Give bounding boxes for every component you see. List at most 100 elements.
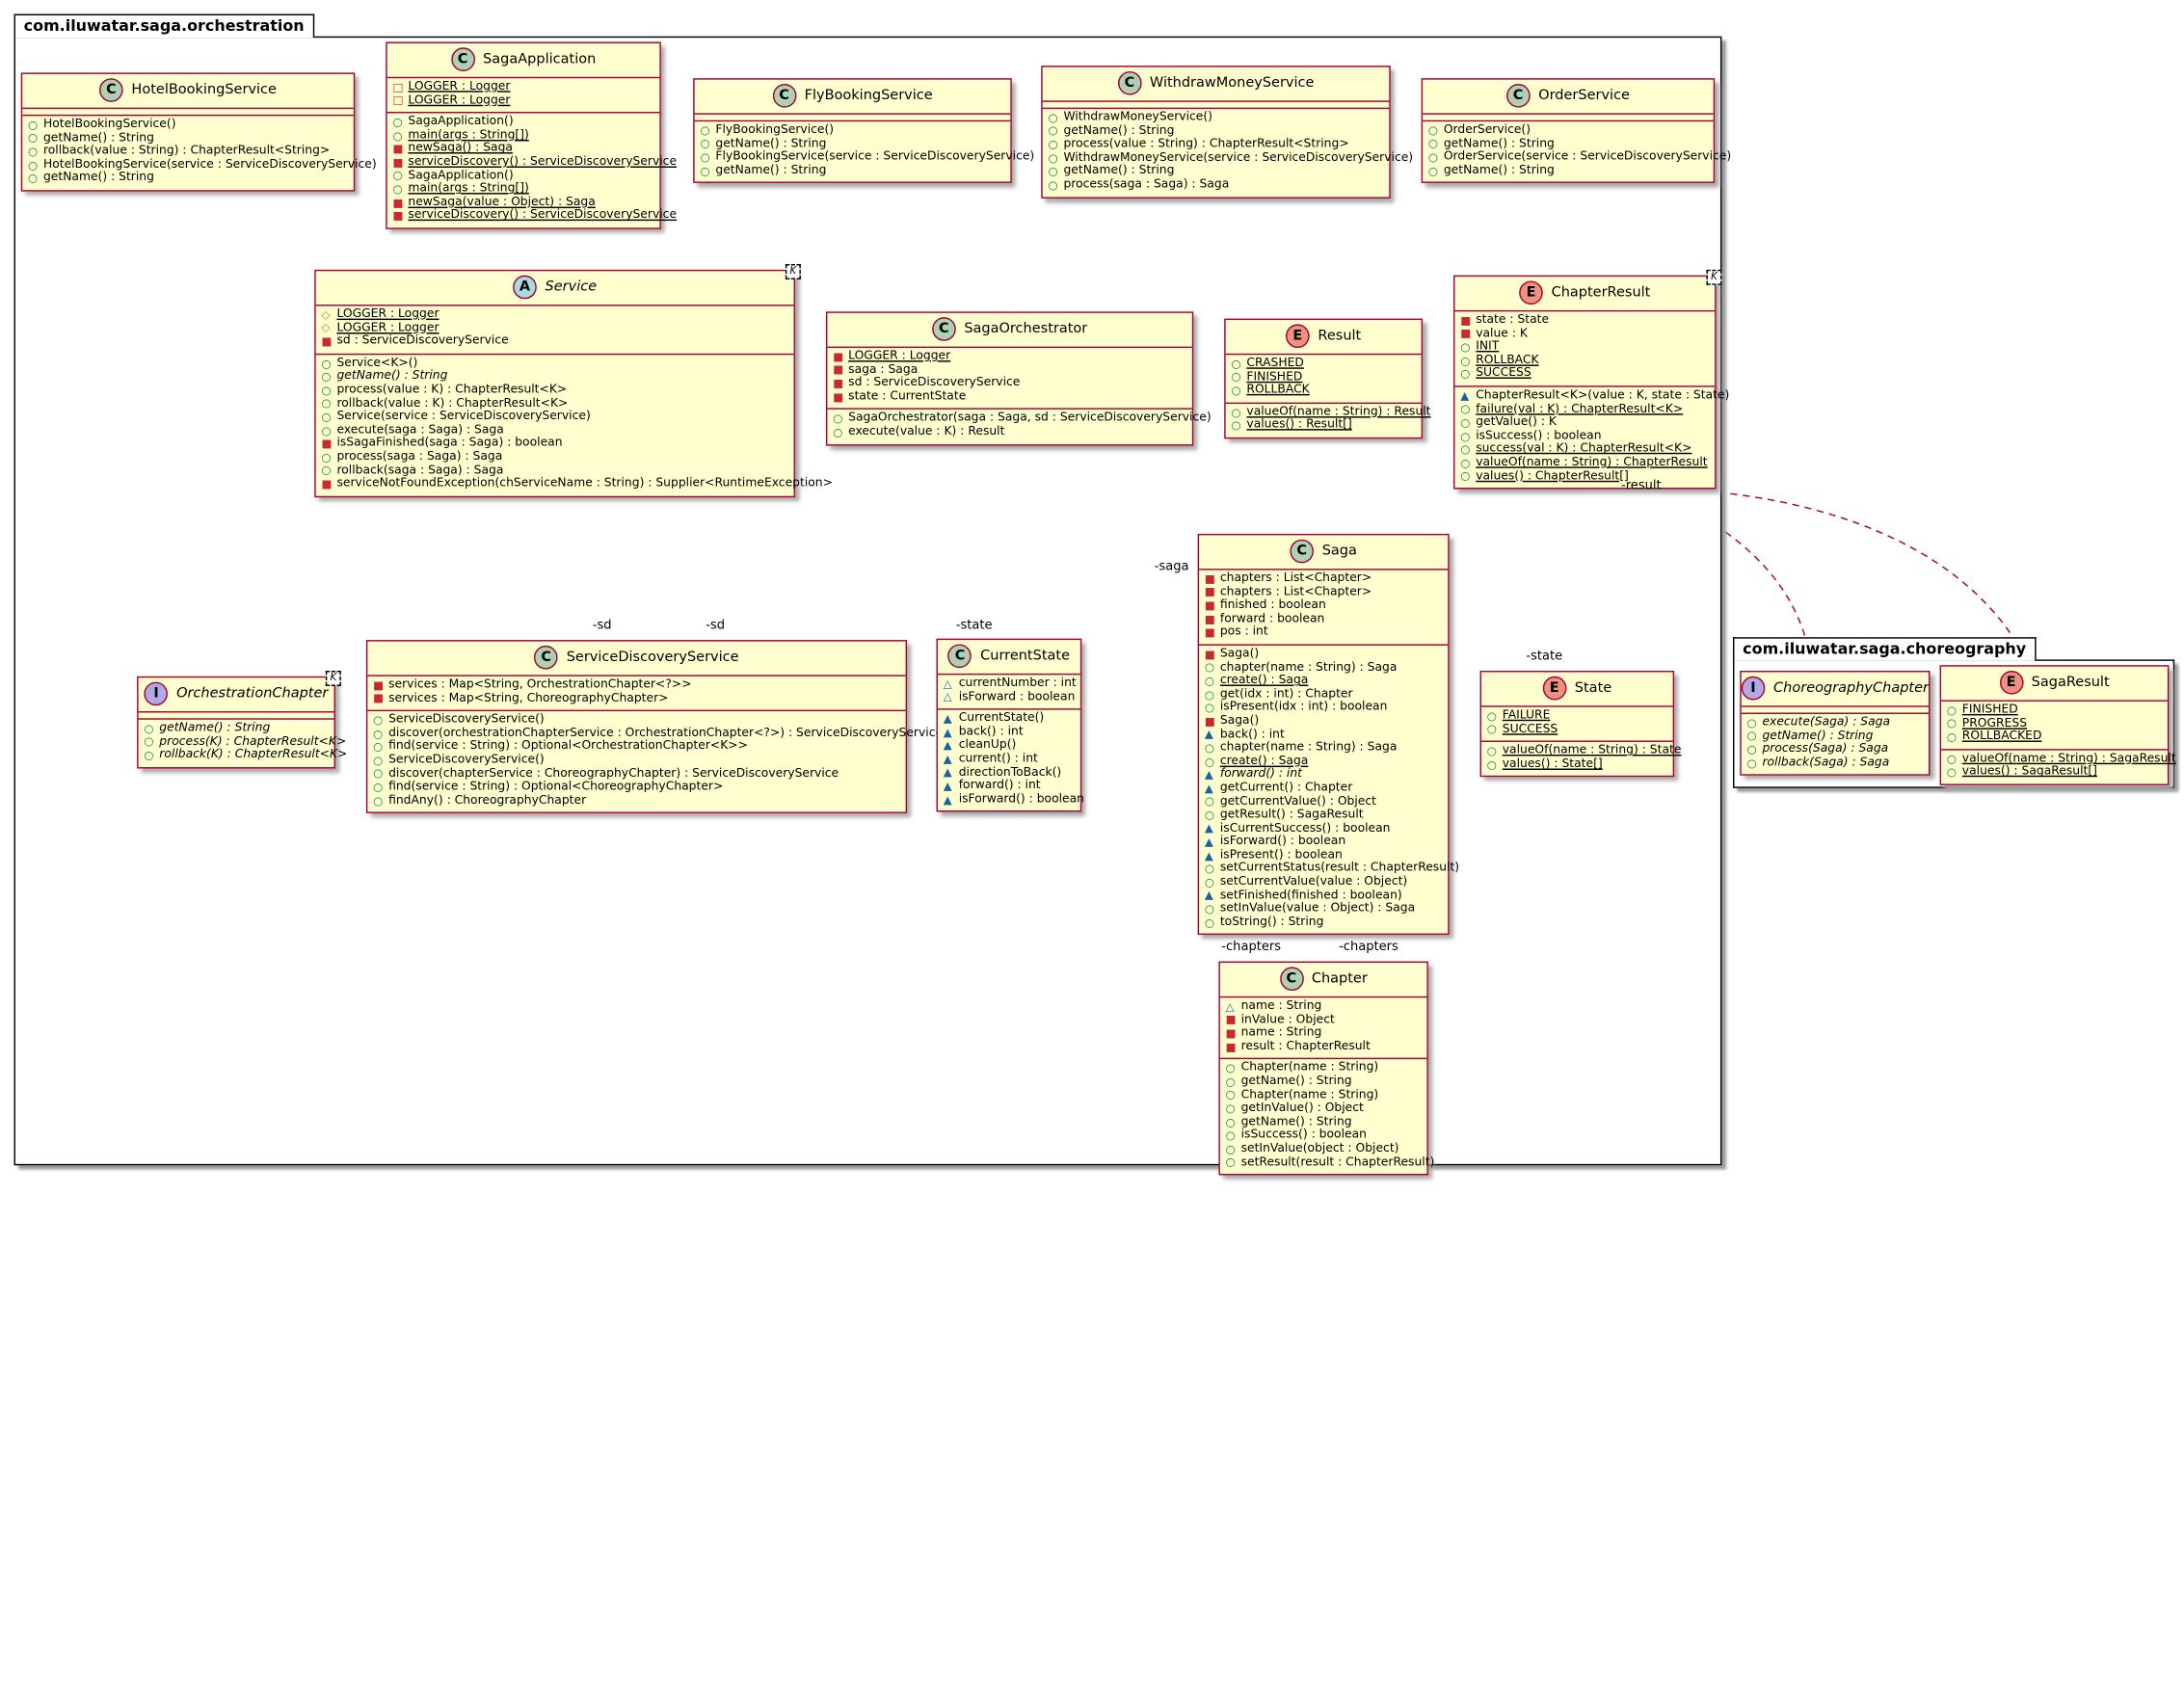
method-row: getName() : String <box>28 131 348 146</box>
method-row: setCurrentValue(value : Object) <box>1205 874 1443 889</box>
class-orchchapter: IOrchestrationChapterKgetName() : String… <box>137 671 347 769</box>
field-row: forward : boolean <box>1205 611 1443 626</box>
method-row: ServiceDiscoveryService() <box>373 754 900 768</box>
field-row: FINISHED <box>1947 703 2162 718</box>
visibility-icon <box>1205 690 1220 702</box>
method-row: newSaga() : Saga <box>392 143 653 156</box>
visibility-icon <box>944 678 959 690</box>
method-row: SagaApplication() <box>392 116 653 130</box>
stereotype-e-icon: E <box>1542 676 1567 701</box>
method-text: getName() : String <box>1063 123 1175 138</box>
method-text: getName() : String <box>715 163 827 177</box>
visibility-icon <box>1747 745 1763 756</box>
stereotype-c-icon: C <box>1290 539 1315 564</box>
method-text: SagaOrchestrator(saga : Saga, sd : Servi… <box>848 411 1212 426</box>
method-text: getCurrent() : Chapter <box>1219 781 1353 795</box>
method-text: get(idx : int) : Chapter <box>1219 687 1353 702</box>
visibility-icon <box>373 715 388 727</box>
method-row: isPresent(idx : int) : boolean <box>1205 702 1443 715</box>
visibility-icon <box>392 145 408 156</box>
method-text: setInValue(value : Object) : Saga <box>1219 901 1416 916</box>
field-text: CRASHED <box>1246 356 1304 371</box>
field-row: LOGGER : Logger <box>392 80 653 94</box>
visibility-icon <box>1205 890 1220 902</box>
class-name: SagaResult <box>2031 675 2110 691</box>
edge-sagaresult-saga <box>1452 488 2031 666</box>
class-withdraw: CWithdrawMoneyServiceWithdrawMoneyServic… <box>1041 66 1413 199</box>
visibility-icon <box>1226 1028 1241 1040</box>
method-text: values() : ChapterResult[] <box>1476 468 1629 484</box>
methods-section: WithdrawMoneyService()getName() : String… <box>1043 109 1413 197</box>
field-text: name : String <box>1240 1025 1322 1041</box>
methods-section: OrderService()getName() : StringOrderSer… <box>1423 121 1731 182</box>
package-choreography-label: com.iluwatar.saga.choreography <box>1733 637 2037 661</box>
methods-section: SagaApplication()main(args : String[])ne… <box>387 114 677 228</box>
method-row: isCurrentSuccess() : boolean <box>1205 822 1443 836</box>
method-row: getName() : String <box>1049 165 1384 179</box>
field-text: LOGGER : Logger <box>848 349 951 363</box>
class-name: SagaOrchestrator <box>964 321 1088 337</box>
visibility-icon <box>392 184 408 196</box>
edge-label-orch-state: -state <box>955 619 993 633</box>
method-row: create() : Saga <box>1205 675 1443 689</box>
method-text: setCurrentStatus(result : ChapterResult) <box>1219 861 1460 876</box>
method-row: get(idx : int) : Chapter <box>1205 688 1443 702</box>
visibility-icon <box>1205 574 1220 586</box>
method-row: main(args : String[]) <box>392 129 653 144</box>
method-row: getName() : String <box>322 370 788 385</box>
method-row: discover(chapterService : ChoreographyCh… <box>373 767 900 782</box>
visibility-icon <box>1460 329 1476 340</box>
fields-section: FAILURESUCCESS <box>1481 707 1673 743</box>
stereotype-c-icon: C <box>1117 70 1142 95</box>
method-row: process(saga : Saga) : Saga <box>322 450 788 464</box>
field-text: FINISHED <box>1246 369 1303 385</box>
visibility-icon <box>1205 677 1220 688</box>
method-row: getName() : String <box>700 163 1004 178</box>
stereotype-c-icon: C <box>534 645 559 670</box>
field-text: forward : boolean <box>1219 611 1325 626</box>
method-row: OrderService() <box>1428 123 1708 138</box>
visibility-icon <box>373 742 388 754</box>
method-text: valueOf(name : String) : Result <box>1246 405 1431 419</box>
visibility-icon <box>1231 358 1246 370</box>
field-row: result : ChapterResult <box>1226 1039 1422 1054</box>
method-row: newSaga(value : Object) : Saga <box>392 196 653 210</box>
method-text: ServiceDiscoveryService() <box>388 712 545 728</box>
generic-param: K <box>1706 269 1722 285</box>
visibility-icon <box>1460 458 1476 469</box>
visibility-icon <box>392 198 408 209</box>
methods-section: Chapter(name : String)getName() : String… <box>1220 1060 1435 1175</box>
visibility-icon <box>833 365 848 377</box>
method-text: HotelBookingService(service : ServiceDis… <box>42 157 377 172</box>
method-text: serviceNotFoundException(chServiceName :… <box>336 476 833 491</box>
field-row: chapters : List<Chapter> <box>1205 586 1443 599</box>
method-text: setCurrentValue(value : Object) <box>1219 874 1408 889</box>
class-chapterresult: EChapterResultKstate : Statevalue : KINI… <box>1453 269 1729 490</box>
visibility-icon <box>1947 719 1962 730</box>
method-row: isPresent() : boolean <box>1205 849 1443 862</box>
method-text: main(args : String[]) <box>408 181 529 197</box>
method-row: rollback(Saga) : Saga <box>1747 756 1924 771</box>
visibility-icon <box>1205 627 1220 639</box>
field-text: chapters : List<Chapter> <box>1219 584 1372 599</box>
visibility-icon <box>1226 1064 1241 1075</box>
fields-section <box>22 109 354 117</box>
visibility-icon <box>944 728 959 739</box>
method-text: getName() : String <box>159 721 271 735</box>
field-row: ROLLBACK <box>1231 384 1415 398</box>
method-text: isSagaFinished(saga : Saga) : boolean <box>336 436 563 451</box>
field-text: value : K <box>1476 326 1528 341</box>
method-text: getValue() : K <box>1476 414 1557 430</box>
class-orchestrator: CSagaOrchestratorLOGGER : Loggersaga : S… <box>825 311 1212 445</box>
method-text: getInValue() : Object <box>1240 1101 1364 1116</box>
method-row: valueOf(name : String) : SagaResult <box>1947 752 2176 766</box>
visibility-icon <box>1205 824 1220 836</box>
field-text: result : ChapterResult <box>1240 1039 1371 1053</box>
visibility-icon <box>1226 1077 1241 1089</box>
visibility-icon <box>1049 140 1064 151</box>
